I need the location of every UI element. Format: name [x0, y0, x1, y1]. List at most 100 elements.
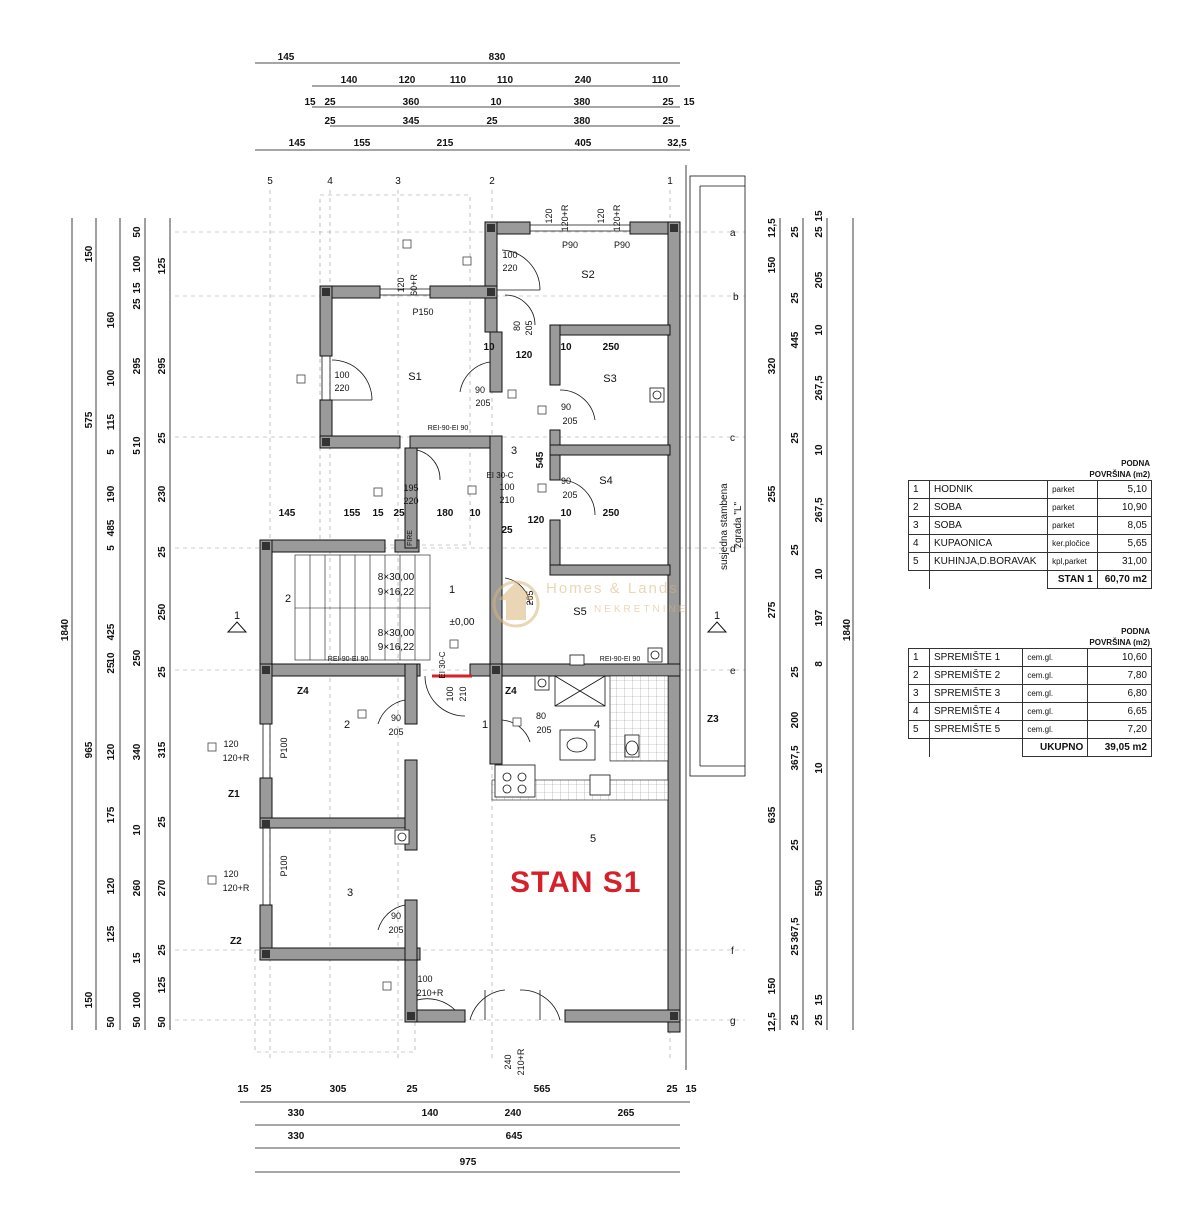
label-win-bottom: 240 [503, 1054, 513, 1069]
dim-top-r3-2: 360 [403, 97, 420, 108]
cell-floor: parket [1047, 480, 1098, 499]
label-s2-door-h: 220 [502, 263, 517, 273]
dim-left-c5-10: 270 [157, 879, 168, 896]
axis-right-f: f [731, 946, 734, 957]
dim-top-r4-4: 25 [662, 116, 674, 127]
label-low3-door: 90 [391, 911, 401, 921]
dim-mid-12: 10 [560, 342, 572, 353]
cell-no: 2 [908, 498, 930, 517]
dim-top-r1-0: 145 [278, 52, 295, 63]
table-row: 2 SPREMIŠTE 2 cem.gl. 7,80 [908, 666, 1152, 685]
label-stair1: 8×30,00 [378, 572, 415, 583]
dim-top-r3-6: 15 [683, 97, 695, 108]
dim-top-r3-1: 25 [324, 97, 336, 108]
cell-no: 5 [908, 720, 930, 739]
cell-area: 10,60 [1087, 648, 1152, 667]
dim-top-r5-4: 32,5 [667, 138, 687, 149]
table-row: 5 KUHINJA,D.BORAVAK kpl,parket 31,00 [908, 552, 1153, 571]
dim-right-c3-2: 367,5 [790, 745, 801, 770]
axis-right-b: b [733, 292, 739, 303]
label-z4b: Z4 [505, 686, 517, 697]
total-value: 39,05 m2 [1087, 738, 1152, 757]
cell-name: KUPAONICA [928, 534, 1049, 553]
dim-mid-4: 180 [437, 508, 454, 519]
section-markers [226, 621, 728, 633]
dim-bot-r1-0: 15 [237, 1084, 249, 1095]
table1-header-1: PODNA [1121, 459, 1150, 468]
dim-top-r5-2: 215 [437, 138, 454, 149]
table-row: 2 SOBA parket 10,90 [908, 498, 1153, 517]
dim-left-c4-7: 340 [132, 743, 143, 760]
table-total-row: UKUPNO 39,05 m2 [908, 738, 1152, 757]
dim-left-c4-1: 25 [132, 298, 143, 310]
cell-area: 6,80 [1087, 684, 1152, 703]
dim-top-r2-1: 120 [399, 75, 416, 86]
dim-left-c3-3: 115 [106, 413, 117, 430]
total-label: UKUPNO [1022, 738, 1089, 757]
room-1-stair: 1 [449, 584, 455, 596]
watermark: Homes & Lands NEKRETNINE [486, 566, 726, 636]
dim-right-c4-5: 10 [814, 444, 825, 456]
dim-left-c4-11: 100 [132, 991, 143, 1008]
table-row: 1 HODNIK parket 5,10 [908, 480, 1153, 499]
cell-no: 1 [908, 648, 930, 667]
top-dimensions [255, 62, 690, 151]
cell-name: SOBA [928, 498, 1049, 517]
dim-left-c3-6: 5 [106, 545, 117, 551]
dim-left-c4-4: 10 [132, 436, 143, 448]
label-low2-door: 80 [536, 711, 546, 721]
dim-left-c5-13: 50 [157, 1016, 168, 1028]
dim-left-c2-0: 575 [84, 411, 95, 428]
label-entry-door-h: 210+R [417, 988, 444, 998]
axis-right-c: c [730, 433, 735, 444]
section-left: 1 [234, 610, 240, 622]
cell-no: 3 [908, 516, 930, 535]
dim-top-r2-0: 140 [341, 75, 358, 86]
cell-floor: cem.gl. [1022, 702, 1089, 721]
axis-top-4: 4 [327, 176, 333, 187]
dim-left-c3-11: 175 [106, 806, 117, 823]
label-rei-right: REI-90-EI 90 [600, 656, 641, 663]
door-swings [331, 249, 596, 1021]
apartment-title: STAN S1 [510, 866, 642, 899]
dim-right-c2-1: 25 [790, 292, 801, 304]
dim-left-c5-2: 15 [132, 282, 143, 294]
cell-name: SPREMIŠTE 1 [928, 648, 1024, 667]
label-s3-door: 90 [561, 402, 571, 412]
dim-left-c5-4: 25 [157, 432, 168, 444]
table-row: 1 SPREMIŠTE 1 cem.gl. 10,60 [908, 648, 1152, 667]
cell-area: 8,05 [1096, 516, 1153, 535]
table-row: 4 SPREMIŠTE 4 cem.gl. 6,65 [908, 702, 1152, 721]
cell-name: SPREMIŠTE 2 [928, 666, 1024, 685]
neighbor-building [685, 165, 746, 1070]
dim-mid-0: 145 [279, 508, 296, 519]
dim-top-r3-0: 15 [304, 97, 316, 108]
label-z1: Z1 [228, 789, 240, 800]
label-win-top2-h: 120+R [612, 204, 622, 231]
dim-left-c3-13: 125 [106, 925, 117, 942]
dim-right-c1-3: 255 [767, 485, 778, 502]
dim-left-c3-8: 25 [106, 662, 117, 674]
fixtures [394, 387, 665, 845]
cell-floor: parket [1047, 516, 1098, 535]
label-h2-door: 80 [512, 321, 522, 331]
dim-left-c3-14: 150 [84, 991, 95, 1008]
label-win-s1: 120 [396, 277, 406, 292]
dim-mid-7: 120 [528, 515, 545, 526]
table2-header-2: POVRŠINA (m2) [1089, 638, 1150, 647]
dim-bot-r3-0: 330 [288, 1131, 305, 1142]
dim-left-c4-9: 260 [132, 879, 143, 896]
dim-right-c1-0: 12,5 [767, 218, 778, 238]
dim-bot-r2-0: 330 [288, 1108, 305, 1119]
dim-bot-r1-1: 25 [260, 1084, 272, 1095]
cell-area: 5,65 [1096, 534, 1153, 553]
dim-mid-9: 250 [603, 508, 620, 519]
total-label: STAN 1 [1047, 570, 1098, 589]
label-h2-door-h: 205 [524, 320, 534, 335]
dim-right-c1-1: 150 [767, 256, 778, 273]
dim-right-c2-4: 25 [790, 666, 801, 678]
dim-bot-r1-5: 25 [666, 1084, 678, 1095]
windows [262, 224, 630, 905]
dim-top-r3-3: 10 [490, 97, 502, 108]
cell-area: 10,90 [1096, 498, 1153, 517]
